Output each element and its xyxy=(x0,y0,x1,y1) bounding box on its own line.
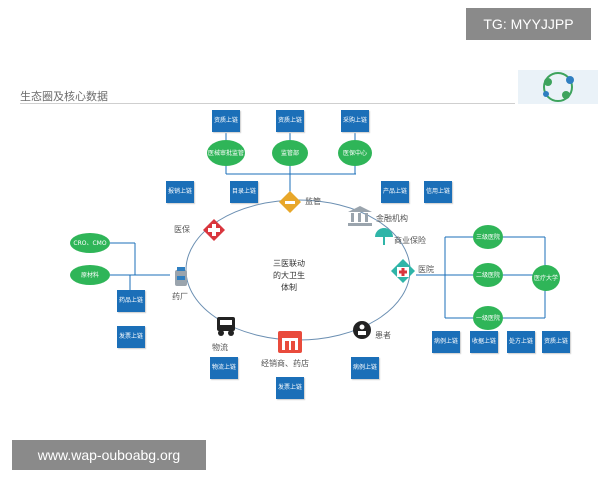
umbrella-icon xyxy=(374,228,394,246)
center-text-1: 三医联动 xyxy=(273,259,305,268)
top-oval-3: 医保中心 xyxy=(338,140,372,166)
top-box-3: 采购上链 xyxy=(341,110,369,132)
center-text-3: 体制 xyxy=(281,283,297,292)
logo-graphic xyxy=(518,70,598,104)
watermark-bottom: www.wap-ouboabg.org xyxy=(12,440,206,470)
top-oval-1: 医械审批监管 xyxy=(207,140,245,166)
mid-box-product: 产品上链 xyxy=(381,181,409,203)
top-box-2: 资质上链 xyxy=(276,110,304,132)
medical-cross-icon xyxy=(202,218,226,242)
patient-icon xyxy=(352,320,372,340)
top-oval-2: 监管部 xyxy=(272,140,308,166)
right-box-qualification: 资质上链 xyxy=(542,331,570,353)
label-logistics: 物流 xyxy=(212,343,228,352)
left-box-invoice: 发票上链 xyxy=(117,326,145,348)
left-oval-material: 原材料 xyxy=(70,265,110,285)
pharma-factory-icon xyxy=(172,266,190,288)
page-title: 生态圈及核心数据 xyxy=(20,90,108,103)
label-distributor: 经销商、药店 xyxy=(261,359,309,368)
title-divider xyxy=(20,103,515,104)
label-pharma: 药厂 xyxy=(172,292,188,301)
pharmacy-store-icon xyxy=(277,330,303,354)
bottom-box-logistics: 物流上链 xyxy=(210,357,238,379)
center-text-2: 的大卫生 xyxy=(273,271,305,280)
right-box-prescription: 处方上链 xyxy=(507,331,535,353)
hospital-icon xyxy=(390,258,416,284)
label-medical-insurance: 医保 xyxy=(174,225,190,234)
bottom-box-case: 病例上链 xyxy=(351,357,379,379)
label-commercial-insurance: 商业保险 xyxy=(394,236,426,245)
right-box-receipt: 收据上链 xyxy=(470,331,498,353)
label-financial: 金融机构 xyxy=(376,214,408,223)
right-oval-tier3: 三级医院 xyxy=(473,225,503,249)
right-oval-university: 医疗大学 xyxy=(532,265,560,291)
label-hospital: 医院 xyxy=(418,265,434,274)
right-oval-tier1: 一级医院 xyxy=(473,306,503,330)
mid-box-credit: 信用上链 xyxy=(424,181,452,203)
right-box-case: 病例上链 xyxy=(432,331,460,353)
truck-icon xyxy=(214,315,238,337)
gavel-icon xyxy=(278,190,302,214)
bottom-box-invoice: 发票上链 xyxy=(276,377,304,399)
bank-icon xyxy=(348,206,372,226)
label-supervision: 监管 xyxy=(305,197,321,206)
left-oval-cro: CRO、CMO xyxy=(70,233,110,253)
watermark-top: TG: MYYJJPP xyxy=(466,8,591,40)
top-box-1: 资质上链 xyxy=(212,110,240,132)
mid-box-reimburse: 报销上链 xyxy=(166,181,194,203)
left-box-drug: 药品上链 xyxy=(117,290,145,312)
label-patient: 患者 xyxy=(375,331,391,340)
right-oval-tier2: 二级医院 xyxy=(473,263,503,287)
mid-box-catalog: 目录上链 xyxy=(230,181,258,203)
